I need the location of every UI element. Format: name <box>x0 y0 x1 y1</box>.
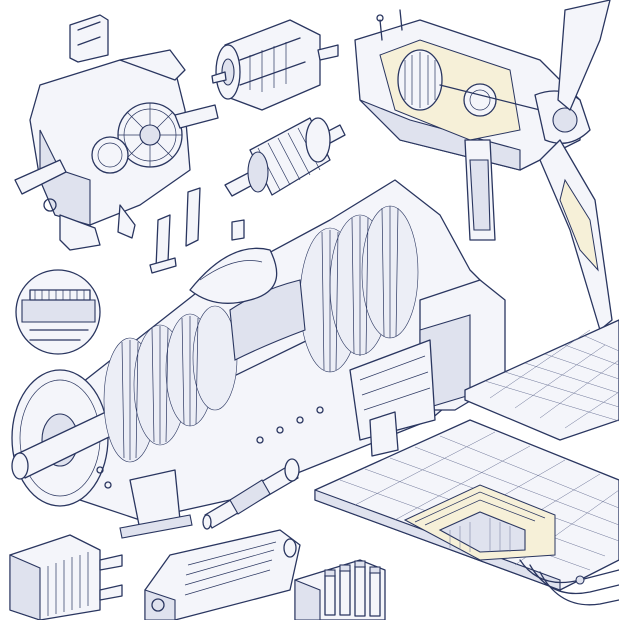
gas-turbine-cutaway <box>11 179 506 539</box>
turbine-blade-parts <box>149 187 245 274</box>
solar-panel-array <box>314 319 619 606</box>
gearbox-assembly <box>14 14 219 251</box>
inverter-module <box>144 529 301 620</box>
wind-turbine-nacelle <box>354 0 613 331</box>
battery-pack <box>294 559 386 620</box>
bearing-detail-inset <box>15 269 101 355</box>
heat-exchanger <box>9 534 123 620</box>
fuel-injector <box>202 458 300 530</box>
rotor-armature <box>224 117 346 197</box>
small-motor-cutaway <box>211 19 339 111</box>
